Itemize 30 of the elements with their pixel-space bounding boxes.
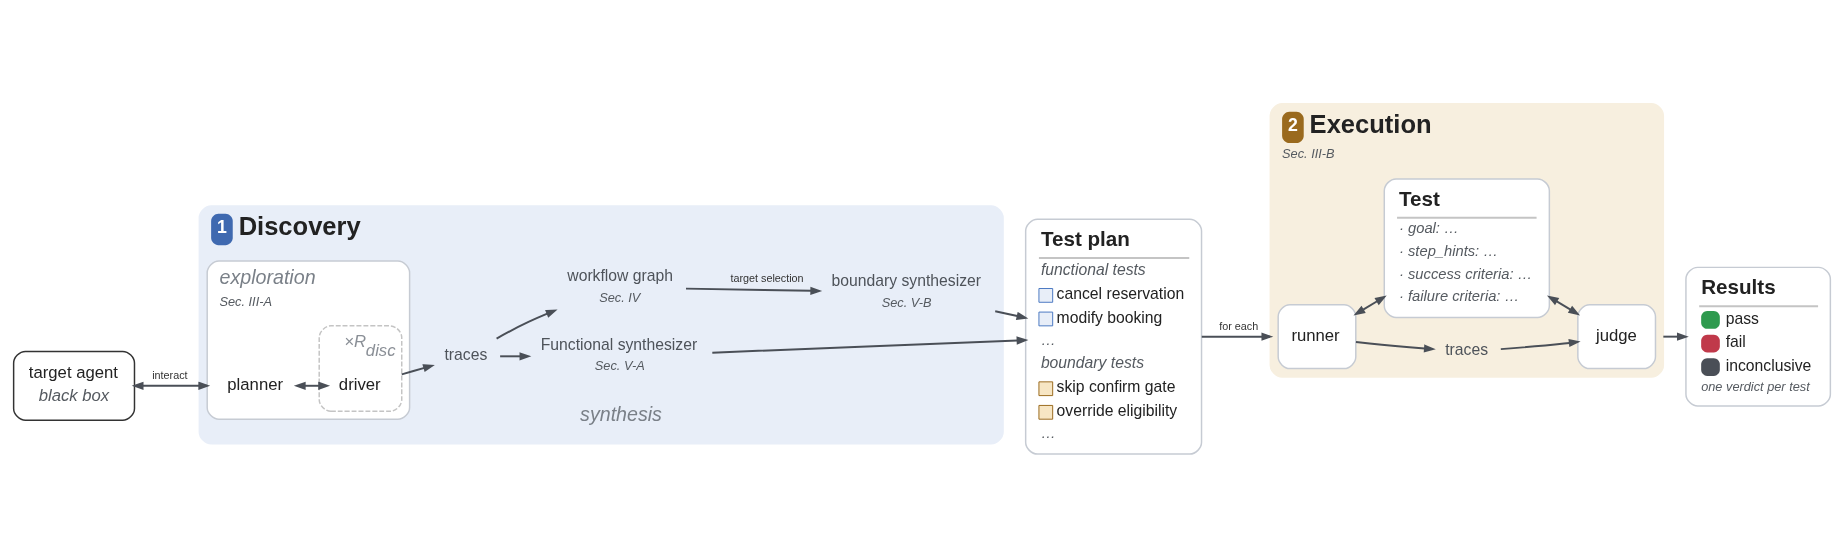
node-text: workflow graph Sec. IV bbox=[567, 267, 674, 305]
node-text: boundary synthesizer Sec. V-B bbox=[831, 272, 982, 310]
arrow bbox=[685, 286, 823, 295]
node-box: judge bbox=[1577, 304, 1657, 370]
arrow bbox=[1546, 295, 1581, 316]
edge-label: for each bbox=[1219, 319, 1259, 332]
arrow bbox=[1353, 295, 1387, 316]
arrow bbox=[1200, 332, 1274, 341]
node-box: Results pass fail inconclusive one verdict per test bbox=[1685, 266, 1832, 407]
arrow bbox=[495, 309, 558, 340]
node-text: planner bbox=[227, 375, 284, 395]
arrow bbox=[1662, 332, 1689, 341]
arrow bbox=[994, 310, 1029, 320]
label: synthesis bbox=[580, 403, 662, 426]
node-text: driver bbox=[338, 375, 381, 395]
node-box: Test plan functional tests cancel reservation modify booking … boundary tests skip confirm gate override eligibility … bbox=[1024, 218, 1203, 455]
arrow bbox=[1499, 338, 1581, 351]
node-text: traces bbox=[444, 346, 488, 364]
arrow bbox=[499, 352, 532, 361]
node-box: Test · goal: … · step_hints: … · success criteria: … · failure criteria: … bbox=[1383, 178, 1551, 319]
node-text: traces bbox=[1445, 341, 1489, 359]
arrow bbox=[711, 336, 1029, 354]
node-box: target agent black box bbox=[12, 350, 136, 421]
arrow bbox=[400, 364, 435, 376]
arrow bbox=[1355, 340, 1436, 353]
edge-label: interact bbox=[152, 368, 188, 381]
node-text: Functional synthesizer Sec. V-A bbox=[540, 336, 698, 374]
arrow bbox=[131, 381, 211, 390]
edge-label: target selection bbox=[730, 272, 804, 285]
node-box: runner bbox=[1277, 304, 1357, 370]
